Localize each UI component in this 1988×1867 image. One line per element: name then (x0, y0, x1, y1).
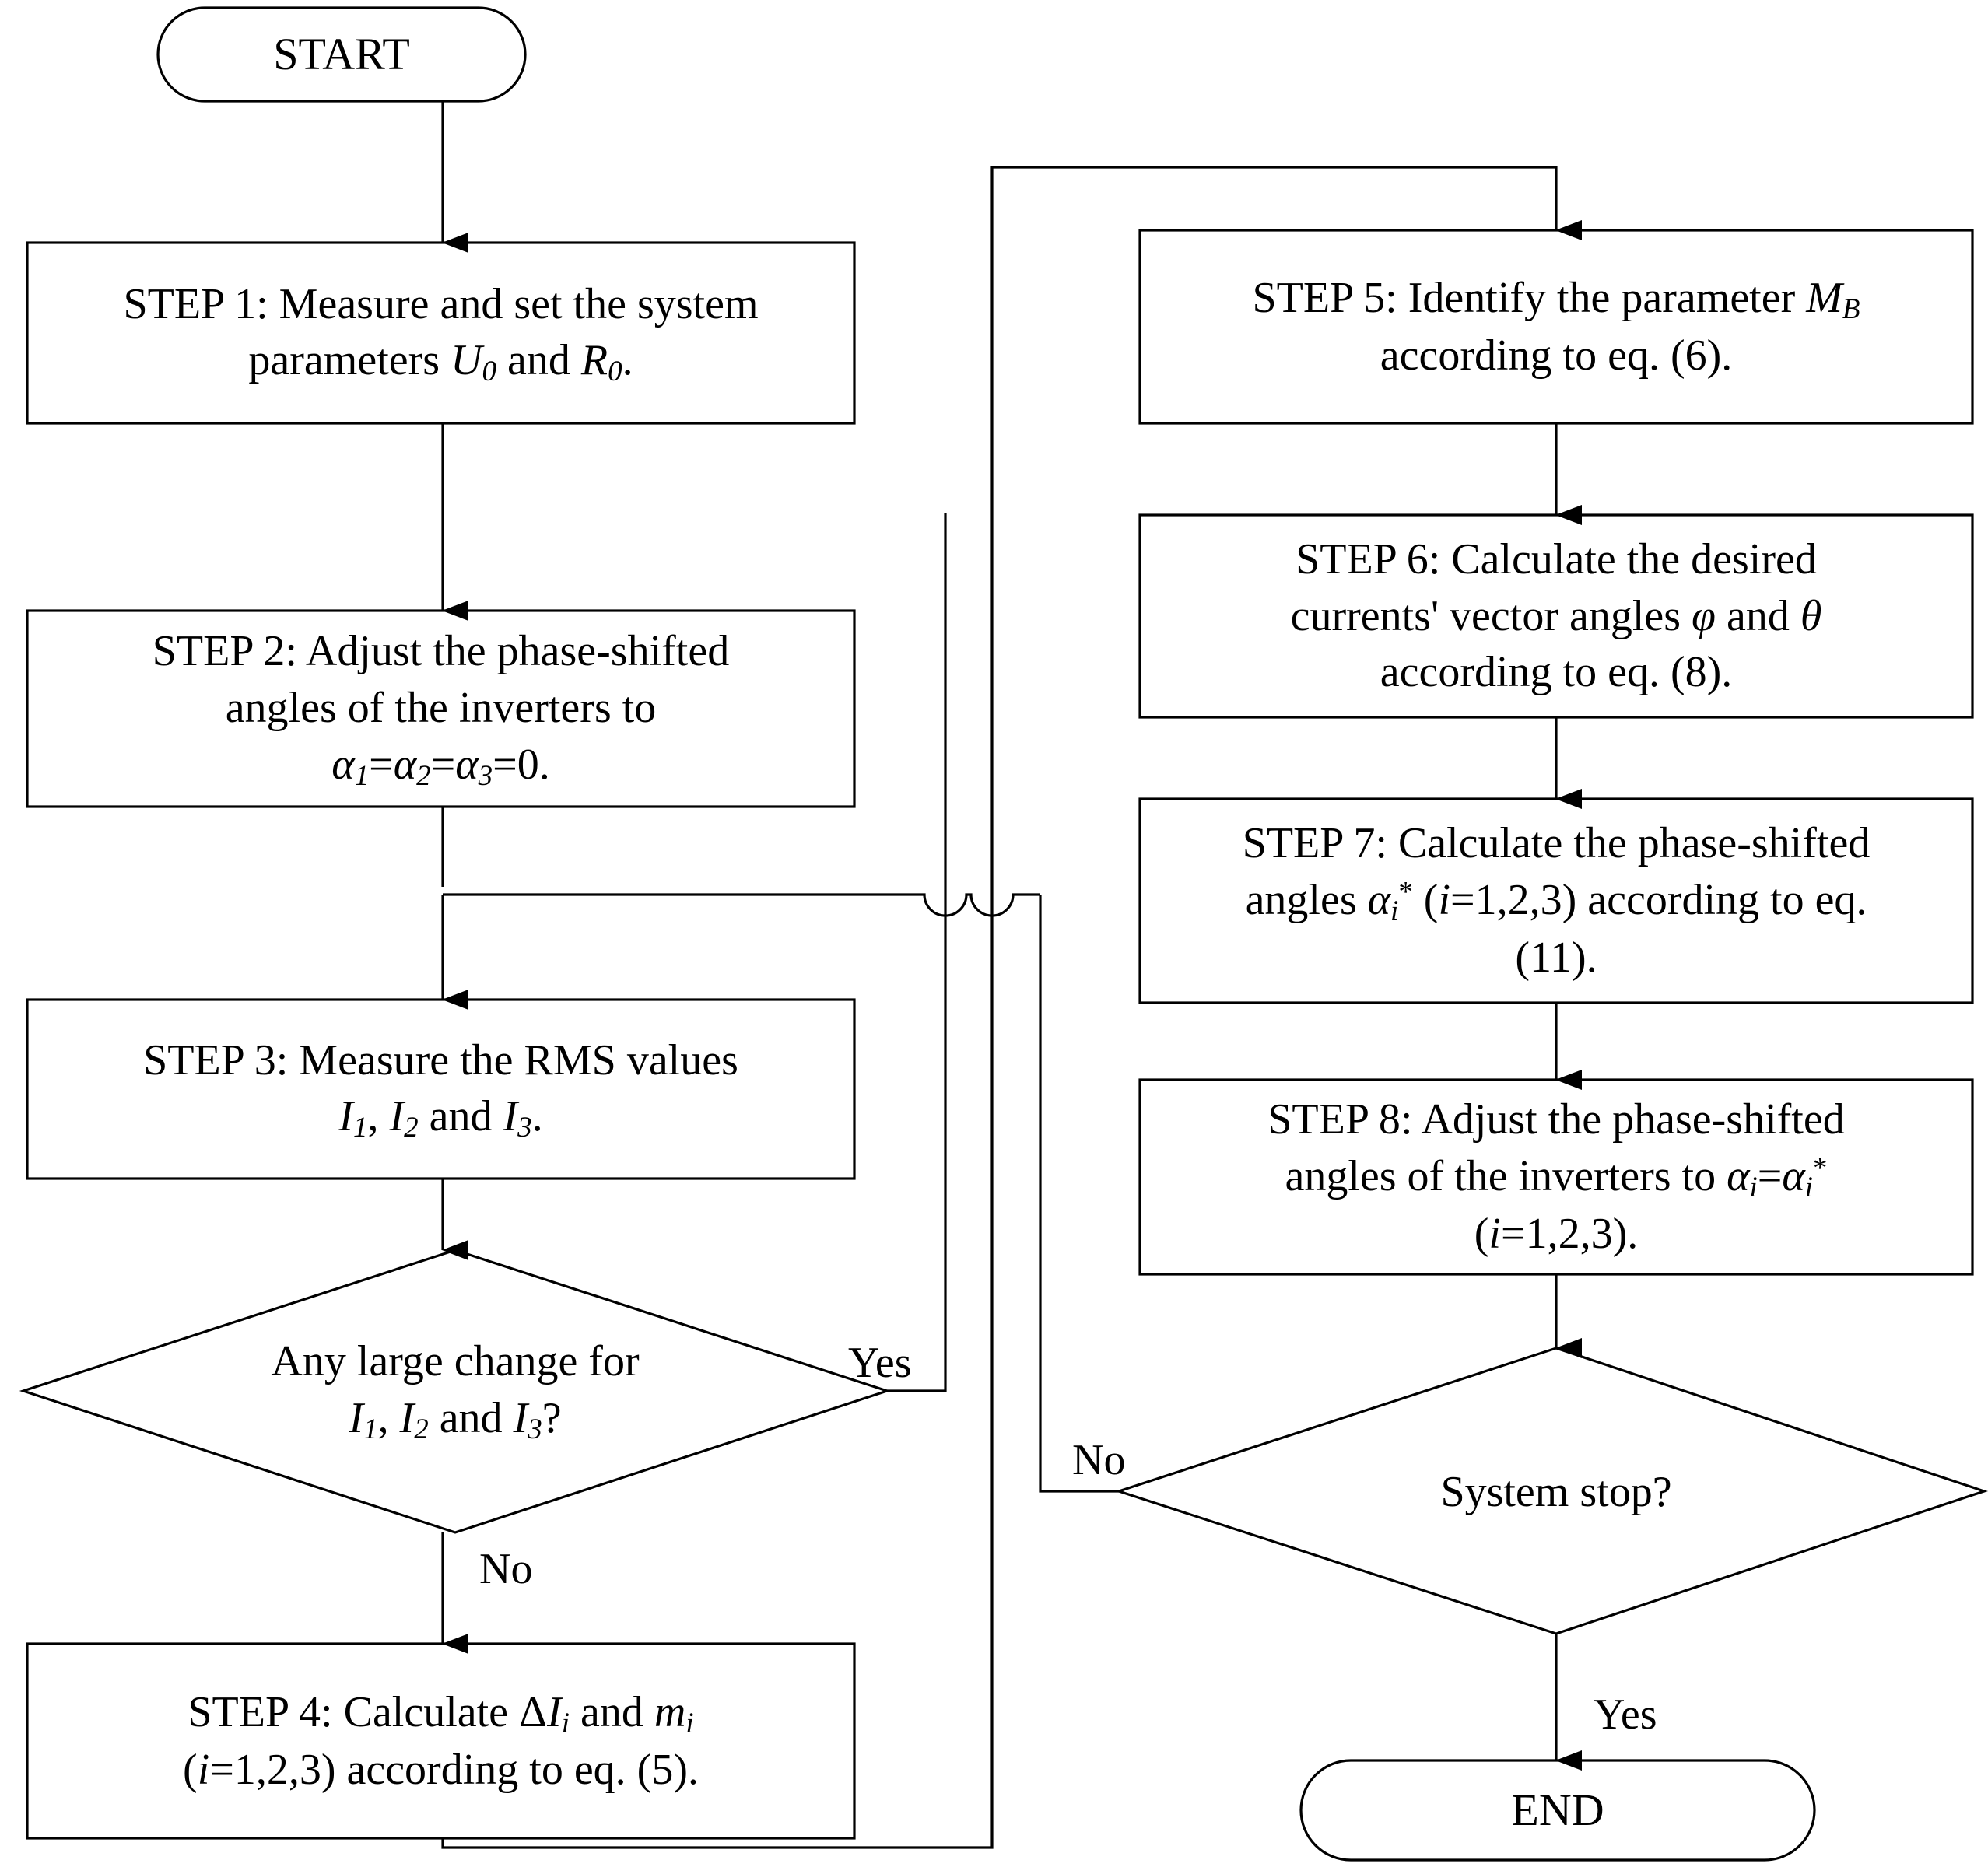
decision1-diamond-shape (19, 1249, 892, 1534)
step8-box-shape (1138, 1078, 1974, 1276)
step2-box-shape (26, 609, 856, 808)
step6-box-shape (1138, 513, 1974, 719)
step4-box-shape (26, 1642, 856, 1840)
edge-label-decision2-yes: Yes (1594, 1690, 1657, 1739)
decision2-diamond-shape (1114, 1347, 1988, 1635)
edge-step4-to-step5 (441, 166, 1582, 1849)
step5-box-shape (1138, 229, 1974, 425)
edge-decision2-no-left (1039, 895, 1119, 1493)
step1-box-shape (26, 241, 856, 425)
edge-label-decision2-no: No (1072, 1436, 1126, 1484)
edge-decision1-yes-loop (887, 517, 947, 1392)
edge-decision2-no-rail (443, 893, 1040, 917)
step3-box-shape (26, 998, 856, 1180)
start-terminator-shape (156, 6, 527, 103)
step7-box-shape (1138, 797, 1974, 1004)
edge-label-decision1-yes: Yes (848, 1339, 912, 1387)
edge-label-decision1-no: No (479, 1545, 533, 1593)
end-terminator-shape (1299, 1759, 1816, 1862)
